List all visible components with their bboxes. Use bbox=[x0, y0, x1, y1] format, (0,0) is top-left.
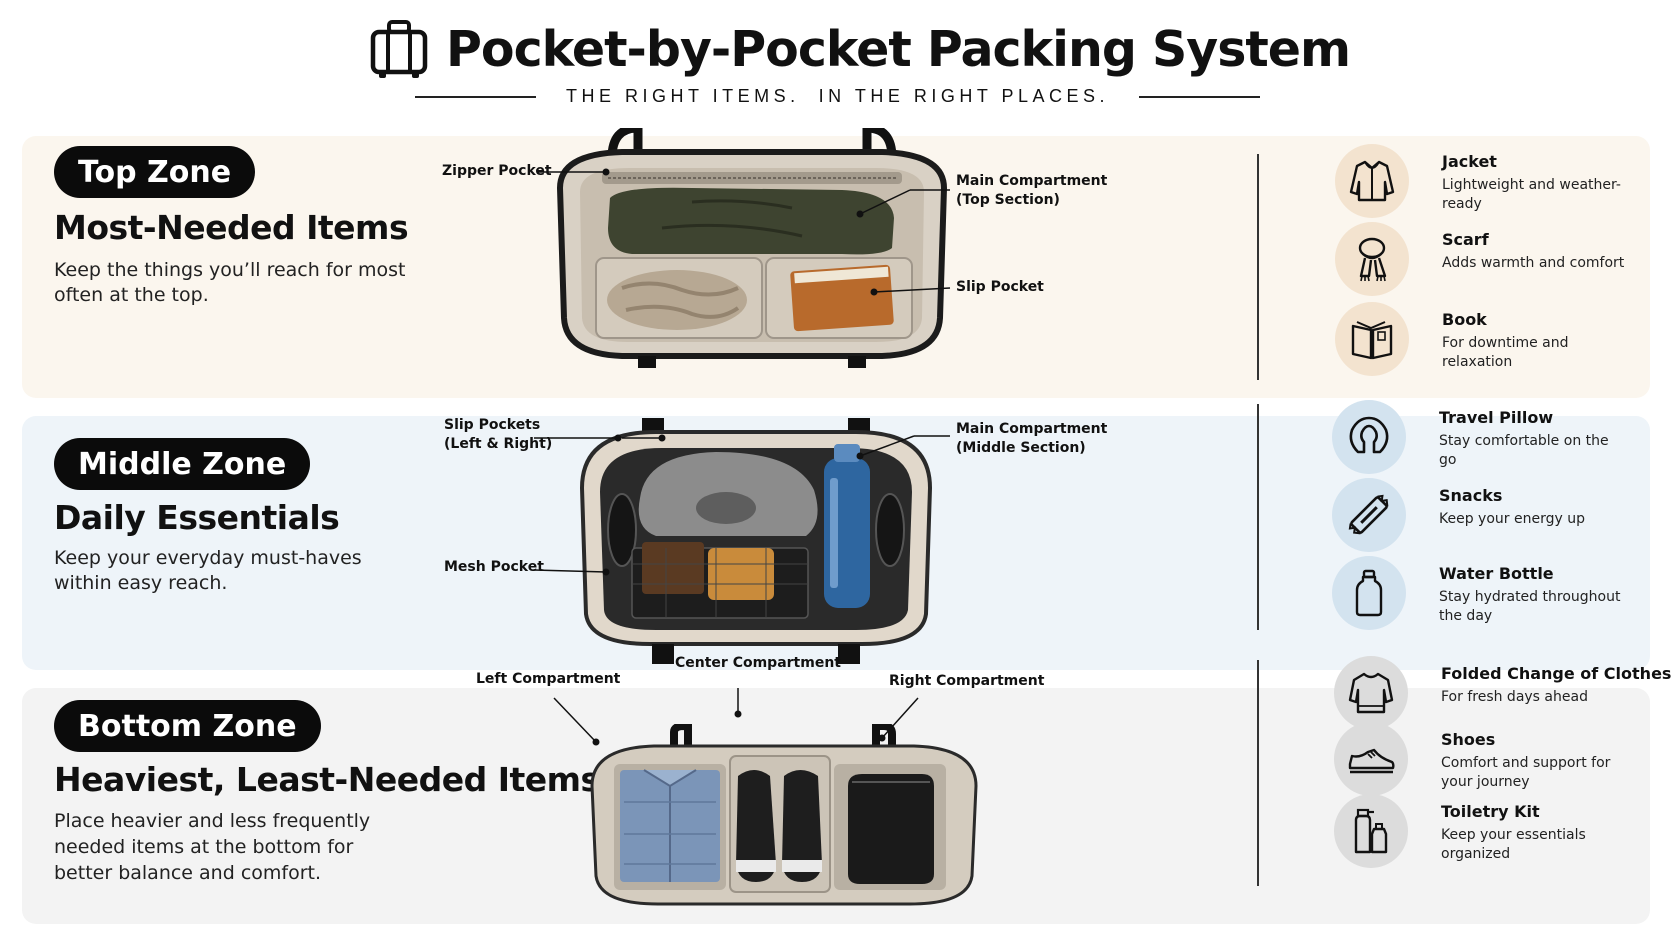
item-name: Water Bottle bbox=[1439, 564, 1554, 583]
page-title: Pocket-by-Pocket Packing System bbox=[446, 20, 1351, 78]
item-circle bbox=[1332, 478, 1406, 552]
item-description: Keep your essentials organized bbox=[1441, 827, 1586, 862]
item-circle bbox=[1332, 400, 1406, 474]
divider-top bbox=[1257, 154, 1259, 380]
middle-zone-panel: Middle Zone Daily Essentials Keep your e… bbox=[22, 400, 1650, 670]
zone-pill-top: Top Zone bbox=[54, 146, 256, 198]
zone-description-top: Keep the things you’ll reach for most of… bbox=[54, 259, 406, 306]
callout-zipper-pocket: Zipper Pocket bbox=[442, 163, 552, 179]
subtitle-rule-left bbox=[415, 95, 536, 98]
callout-mesh-pocket: Mesh Pocket bbox=[444, 559, 544, 575]
item-shoes: Shoes Comfort and support for your journ… bbox=[1334, 722, 1644, 798]
zone-heading-bottom: Heaviest, Least-Needed Items bbox=[54, 760, 600, 799]
title-row: Pocket-by-Pocket Packing System bbox=[370, 18, 1351, 80]
item-name: Scarf bbox=[1442, 230, 1489, 249]
callout-left-compartment: Left Compartment bbox=[476, 671, 621, 687]
water-bottle-icon bbox=[1355, 569, 1383, 617]
zone-pill-middle: Middle Zone bbox=[54, 438, 311, 490]
zone-pill-bottom: Bottom Zone bbox=[54, 700, 321, 752]
callout-right-compartment: Right Compartment bbox=[889, 673, 1045, 689]
zone-heading-middle: Daily Essentials bbox=[54, 498, 340, 537]
item-description: For fresh days ahead bbox=[1441, 689, 1588, 705]
page-subtitle: THE RIGHT ITEMS. IN THE RIGHT PLACES. bbox=[565, 86, 1110, 106]
item-description: Keep your energy up bbox=[1439, 511, 1585, 527]
shoe-icon bbox=[1348, 748, 1395, 774]
jacket-icon bbox=[1349, 160, 1395, 202]
item-circle bbox=[1335, 144, 1409, 218]
item-circle bbox=[1335, 222, 1409, 296]
divider-middle bbox=[1257, 404, 1259, 630]
item-circle bbox=[1334, 794, 1408, 868]
bag-top-illustration bbox=[556, 128, 948, 368]
item-toiletry-kit: Toiletry Kit Keep your essentials organi… bbox=[1334, 794, 1644, 870]
item-name: Book bbox=[1442, 310, 1487, 329]
item-circle bbox=[1334, 722, 1408, 796]
item-description: Comfort and support for your journey bbox=[1441, 755, 1611, 790]
item-description: Stay hydrated throughout the day bbox=[1439, 589, 1621, 624]
sweater-icon bbox=[1348, 672, 1394, 714]
callout-slip-pockets-left-right: Slip Pockets (Left & Right) bbox=[444, 417, 553, 452]
item-name: Travel Pillow bbox=[1439, 408, 1554, 427]
item-book: Book For downtime and relaxation bbox=[1335, 302, 1645, 378]
item-travel-pillow: Travel Pillow Stay comfortable on the go bbox=[1332, 400, 1642, 476]
scarf-icon bbox=[1358, 237, 1387, 282]
callout-main-compartment-middle: Main Compartment (Middle Section) bbox=[956, 421, 1108, 456]
item-name: Shoes bbox=[1441, 730, 1496, 749]
bottom-zone-panel: Bottom Zone Heaviest, Least-Needed Items… bbox=[22, 655, 1671, 924]
item-jacket: Jacket Lightweight and weather-ready bbox=[1335, 144, 1645, 220]
header: Pocket-by-Pocket Packing System THE RIGH… bbox=[0, 0, 1672, 125]
callout-main-compartment-top: Main Compartment (Top Section) bbox=[956, 173, 1108, 208]
item-name: Toiletry Kit bbox=[1441, 802, 1540, 821]
item-description: Adds warmth and comfort bbox=[1442, 255, 1625, 271]
item-name: Jacket bbox=[1442, 152, 1497, 171]
item-scarf: Scarf Adds warmth and comfort bbox=[1335, 222, 1645, 298]
zone-description-bottom: Place heavier and less frequently needed… bbox=[54, 810, 371, 884]
travel-pillow-icon bbox=[1349, 416, 1389, 454]
item-snacks: Snacks Keep your energy up bbox=[1332, 478, 1642, 554]
suitcase-icon bbox=[370, 20, 428, 78]
callout-slip-pocket: Slip Pocket bbox=[956, 279, 1044, 295]
item-circle bbox=[1334, 656, 1408, 730]
item-circle bbox=[1335, 302, 1409, 376]
item-description: Stay comfortable on the go bbox=[1439, 433, 1609, 468]
item-description: Lightweight and weather-ready bbox=[1442, 177, 1621, 212]
bag-middle-illustration bbox=[579, 418, 933, 664]
snack-bar-icon bbox=[1348, 494, 1389, 535]
bag-bottom-illustration bbox=[590, 724, 978, 906]
item-circle bbox=[1332, 556, 1406, 630]
subtitle-row: THE RIGHT ITEMS. IN THE RIGHT PLACES. bbox=[415, 86, 1260, 107]
callout-center-compartment: Center Compartment bbox=[675, 655, 841, 671]
top-zone-panel: Top Zone Most-Needed Items Keep the thin… bbox=[22, 128, 1650, 398]
toiletry-bottles-icon bbox=[1354, 808, 1388, 854]
item-description: For downtime and relaxation bbox=[1442, 335, 1569, 370]
item-folded-change-of-clothes: Folded Change of Clothes For fresh days … bbox=[1334, 656, 1671, 732]
item-name: Snacks bbox=[1439, 486, 1503, 505]
item-name: Folded Change of Clothes bbox=[1441, 664, 1672, 683]
subtitle-rule-right bbox=[1139, 95, 1260, 98]
book-icon bbox=[1351, 321, 1393, 360]
zone-heading-top: Most-Needed Items bbox=[54, 208, 409, 247]
item-water-bottle: Water Bottle Stay hydrated throughout th… bbox=[1332, 556, 1642, 632]
divider-bottom bbox=[1257, 660, 1259, 886]
zone-description-middle: Keep your everyday must-haves within eas… bbox=[54, 547, 362, 594]
